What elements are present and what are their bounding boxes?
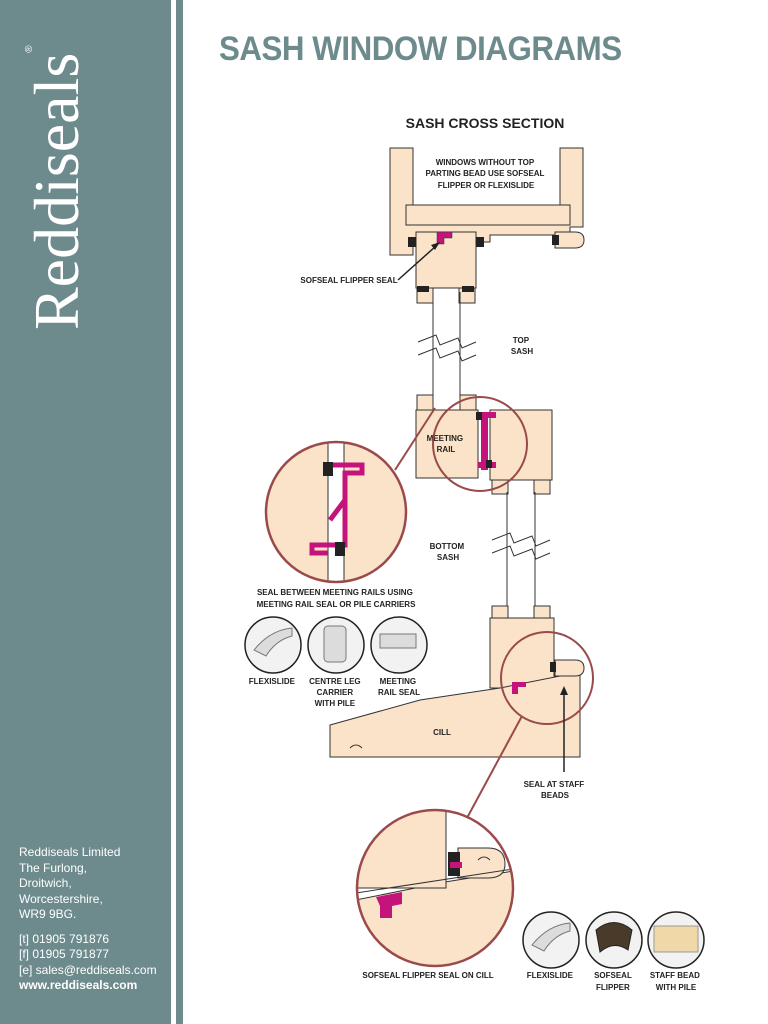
product-label: RAIL SEAL — [378, 688, 420, 697]
pointer-arrow — [397, 245, 437, 281]
address-line: Worcestershire, — [19, 891, 103, 906]
section-title: SASH CROSS SECTION — [406, 115, 565, 131]
telephone: [t] 01905 791876 — [19, 931, 110, 946]
product-label: CENTRE LEG — [309, 677, 361, 686]
brand-name: Reddiseals — [21, 52, 92, 330]
address-line: WR9 9BG. — [19, 907, 77, 921]
company-name: Reddiseals Limited — [19, 845, 121, 859]
cill-magnifier — [355, 808, 515, 968]
cill-products: FLEXISLIDE SOFSEAL FLIPPER STAFF BEAD WI… — [522, 911, 705, 992]
svg-text:FLEXISLIDE CENTRE LEG: FLEXISLIDE CENTRE LEG CARRIER WITH PILE … — [249, 677, 420, 708]
sidebar: Reddiseals® Reddiseals Limited The Furlo… — [0, 0, 171, 1024]
bottom-sash-label: BOTTOM SASH — [430, 542, 467, 562]
meeting-rails — [415, 394, 553, 495]
email[interactable]: [e] sales@reddiseals.com — [19, 962, 157, 977]
cill-label: CILL — [433, 728, 451, 737]
product-label: FLIPPER — [596, 983, 630, 992]
product-label: CARRIER — [317, 688, 354, 697]
callout-connector — [394, 407, 436, 471]
reddiseals-logo: Reddiseals® — [21, 45, 92, 330]
top-sash-label: TOP SASH — [511, 336, 533, 356]
head-note: WINDOWS WITHOUT TOP PARTING BEAD USE SOF… — [425, 158, 546, 190]
product-label: MEETING — [380, 677, 416, 686]
registered-mark: ® — [24, 45, 35, 53]
fax: [f] 01905 791877 — [19, 947, 110, 961]
sidebar-divider — [176, 0, 183, 1024]
product-label: FLEXISLIDE — [249, 677, 296, 686]
seal-at-staff-beads-label: SEAL AT STAFF BEADS — [524, 780, 587, 800]
sash-diagram: SASH CROSS SECTION WINDOWS WITHOUT TOP P… — [244, 115, 705, 992]
product-label: FLEXISLIDE — [527, 971, 574, 980]
cill-callout-connector — [466, 715, 523, 819]
meeting-rail-magnifier — [264, 440, 408, 584]
cill-caption: SOFSEAL FLIPPER SEAL ON CILL — [362, 971, 493, 980]
product-label: SOFSEAL — [594, 971, 632, 980]
sofseal-flipper-seal-label: SOFSEAL FLIPPER SEAL — [300, 276, 397, 285]
address-line: The Furlong, — [19, 860, 88, 875]
top-sash-glass — [417, 292, 477, 410]
page-title: SASH WINDOW DIAGRAMS — [219, 30, 622, 68]
meeting-rail-caption: SEAL BETWEEN MEETING RAILS USING MEETING… — [257, 588, 416, 609]
bottom-rail-and-cill — [329, 605, 585, 758]
arrow-head — [560, 686, 568, 695]
bottom-sash-glass — [491, 492, 551, 610]
product-label: WITH PILE — [656, 983, 697, 992]
product-label: STAFF BEAD — [650, 971, 700, 980]
meeting-rail-callout-circle — [432, 396, 528, 492]
head-seals — [408, 235, 559, 292]
cill-callout-circle — [500, 631, 594, 725]
arrow-head — [431, 242, 440, 250]
svg-text:FLEXISLIDE SOFSEAL: FLEXISLIDE SOFSEAL FLIPPER STAFF BEAD WI… — [527, 971, 702, 992]
meeting-rail-products: FLEXISLIDE CENTRE LEG CARRIER WITH PILE … — [244, 616, 428, 708]
meeting-rail-label: MEETING RAIL — [427, 434, 466, 454]
meeting-rail-seals — [476, 412, 496, 470]
website-link[interactable]: www.reddiseals.com — [19, 978, 138, 992]
company-contact: Reddiseals Limited The Furlong, Droitwic… — [19, 845, 157, 994]
cill-seals — [512, 662, 556, 694]
product-label: WITH PILE — [315, 699, 356, 708]
address-line: Droitwich, — [19, 876, 72, 890]
